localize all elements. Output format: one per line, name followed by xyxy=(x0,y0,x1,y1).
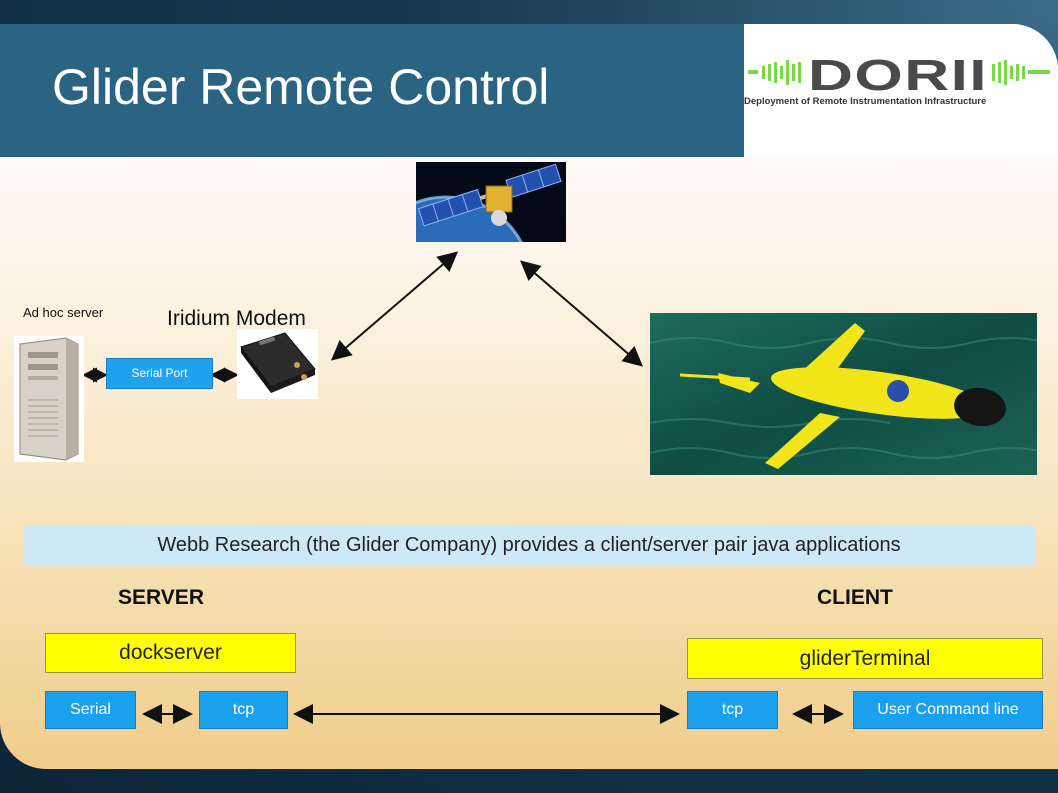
server-heading: SERVER xyxy=(118,586,204,609)
dorii-logo: DORII Deployment of Remote Instrumentati… xyxy=(744,24,1058,157)
ad-hoc-server-label: Ad hoc server xyxy=(23,305,104,320)
gliderterminal-box: gliderTerminal xyxy=(687,638,1043,679)
dorii-logo-graphic: DORII xyxy=(748,54,1050,94)
info-banner: Webb Research (the Glider Company) provi… xyxy=(23,526,1035,565)
iridium-modem-label: Iridium Modem xyxy=(167,307,306,330)
arrow-satellite-glider xyxy=(519,260,644,367)
logo-tagline: Deployment of Remote Instrumentation Inf… xyxy=(744,96,987,107)
server-tcp-box: tcp xyxy=(199,691,288,729)
client-command-line-box: User Command line xyxy=(853,691,1043,729)
client-heading: CLIENT xyxy=(817,586,893,609)
server-tower-icon xyxy=(14,336,84,462)
glider-photo xyxy=(650,313,1037,475)
client-tcp-box: tcp xyxy=(687,691,778,729)
title-bar: Glider Remote Control xyxy=(0,24,744,157)
logo-wordmark: DORII xyxy=(808,54,988,94)
serial-port-box: Serial Port xyxy=(106,358,213,389)
slide-title: Glider Remote Control xyxy=(52,59,550,115)
slide: Glider Remote Control DORII Deployment o… xyxy=(0,24,1058,769)
connection-arrows xyxy=(82,251,844,724)
iridium-modem-icon xyxy=(237,329,318,399)
server-serial-box: Serial xyxy=(45,691,136,729)
satellite-image xyxy=(416,162,566,242)
arrow-modem-satellite xyxy=(330,251,459,361)
dockserver-box: dockserver xyxy=(45,633,296,673)
